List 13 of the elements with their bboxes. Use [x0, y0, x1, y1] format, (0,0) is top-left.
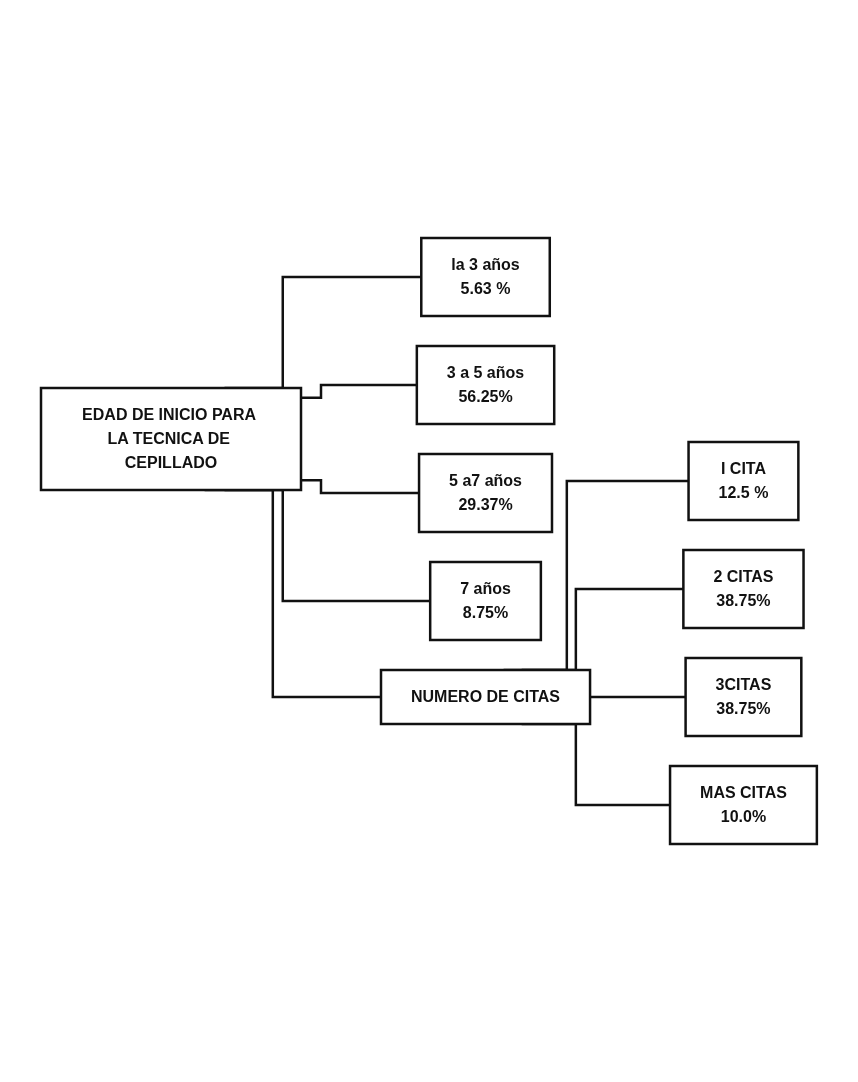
connector: [590, 695, 686, 699]
connector: [301, 479, 420, 495]
node-box: MAS CITAS 10.0%: [668, 764, 819, 846]
node-box: I CITA 12.5 %: [687, 440, 800, 522]
node-box: 2 CITAS 38.75%: [682, 548, 805, 630]
node-box: 5 a7 años 29.37%: [417, 452, 554, 534]
connector: [301, 383, 417, 399]
node-box: 3CITAS 38.75%: [684, 656, 803, 738]
node-box: 7 años 8.75%: [429, 560, 543, 642]
node-box: EDAD DE INICIO PARA LA TECNICA DE CEPILLADO: [39, 386, 303, 492]
node-box: 3 a 5 años 56.25%: [415, 344, 556, 426]
node-box: NUMERO DE CITAS: [379, 668, 592, 726]
node-box: la 3 años 5.63 %: [420, 236, 552, 318]
